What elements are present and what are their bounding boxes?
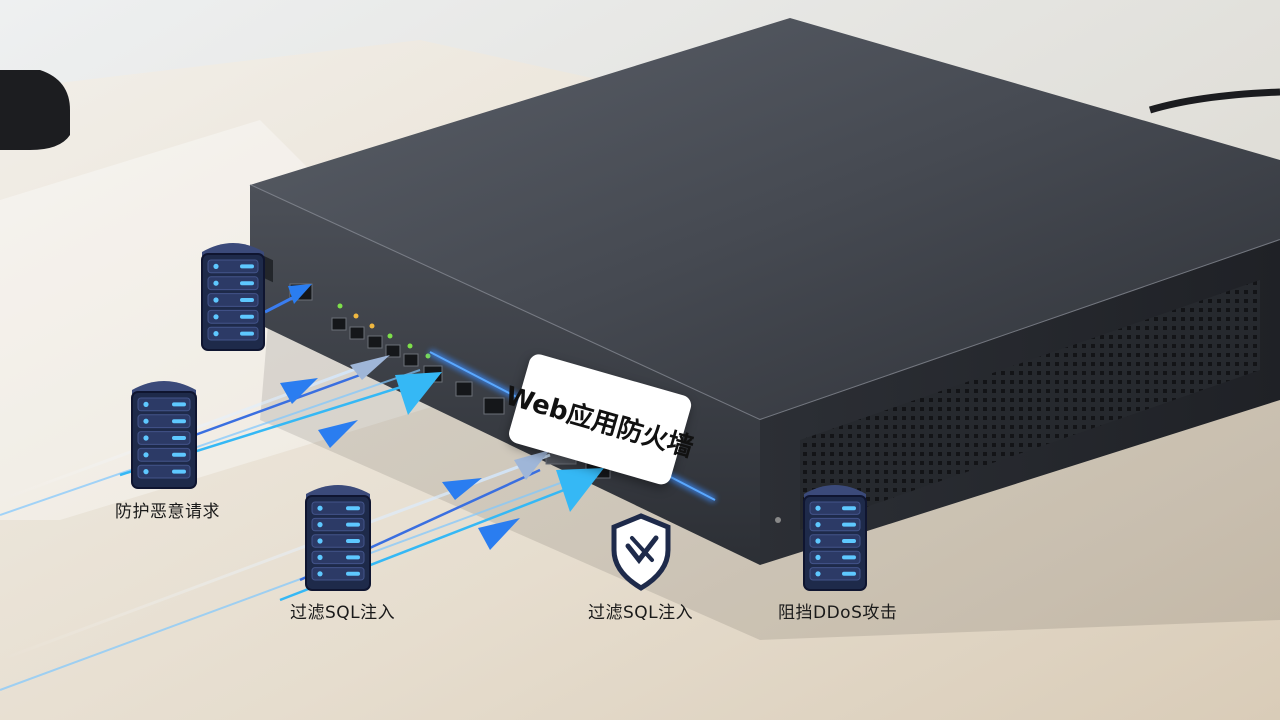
vent-grille xyxy=(800,280,1260,530)
server-icon-top xyxy=(201,243,265,351)
caption-sql-injection-center: 过滤SQL注入 xyxy=(588,603,694,623)
caption-ddos: 阻挡DDoS攻击 xyxy=(778,603,898,623)
server-icon-left xyxy=(131,381,197,489)
arrowheads xyxy=(280,284,604,550)
caption-sql-injection-left: 过滤SQL注入 xyxy=(290,603,396,623)
shield-check-icon xyxy=(611,513,671,591)
caption-malicious-requests: 防护恶意请求 xyxy=(115,502,220,522)
server-icon-middle xyxy=(305,485,371,591)
server-icon-right xyxy=(803,485,867,591)
firewall-top xyxy=(250,18,1280,420)
